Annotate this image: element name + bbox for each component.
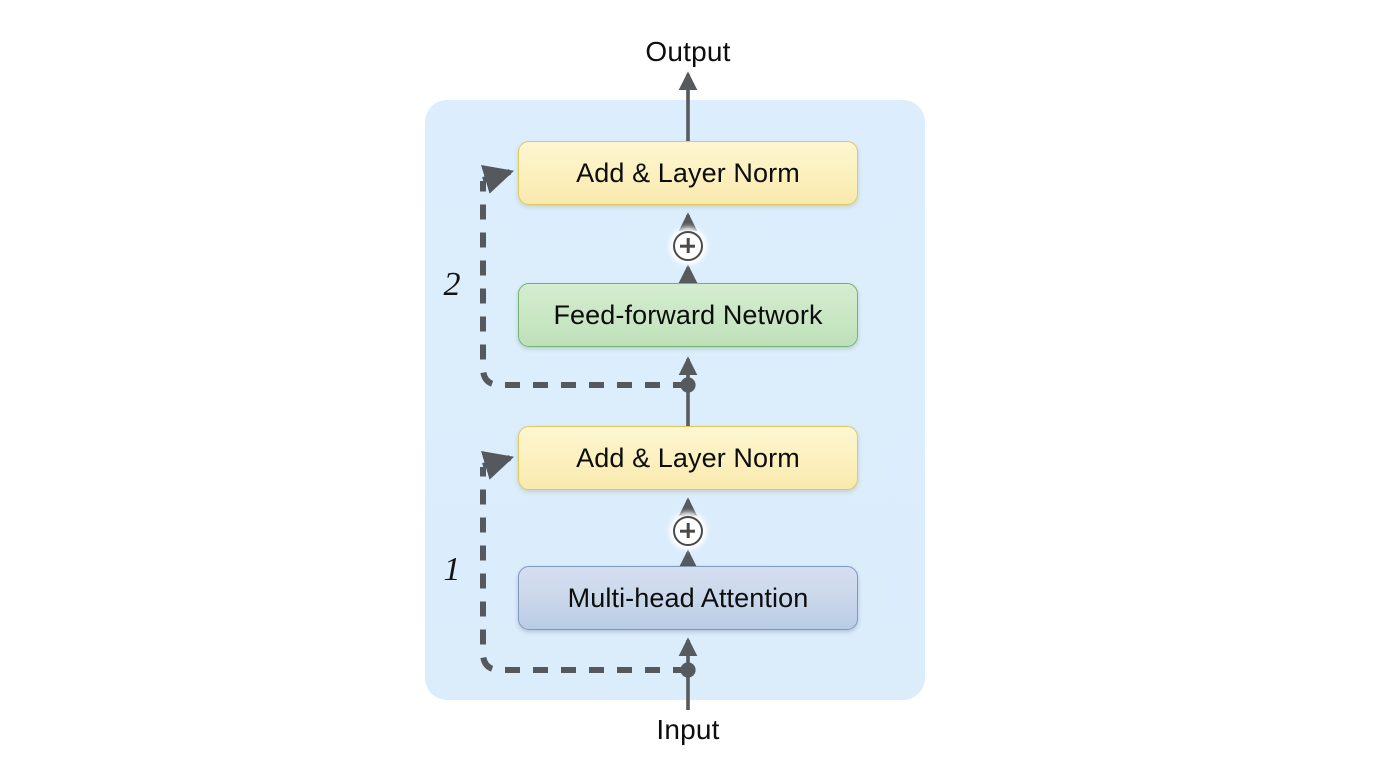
encoder-layer-container bbox=[425, 100, 925, 700]
block-feed-forward-network[interactable]: Feed-forward Network bbox=[518, 283, 858, 347]
plus-circle-icon-bottom bbox=[673, 516, 703, 546]
residual-1-arrow bbox=[481, 450, 515, 480]
junction-dot-input bbox=[680, 662, 696, 678]
input-label: Input bbox=[656, 714, 720, 745]
block-multi-head-attention[interactable]: Multi-head Attention bbox=[518, 566, 858, 630]
block-add-layer-norm-top[interactable]: Add & Layer Norm bbox=[518, 141, 858, 205]
residual-connection-1 bbox=[480, 467, 688, 673]
plus-circle-icon-top bbox=[673, 231, 703, 261]
output-label: Output bbox=[645, 36, 731, 67]
residual-label-2: 2 bbox=[443, 266, 461, 303]
junction-dot-norm-bottom bbox=[680, 377, 696, 393]
residual-connection-2 bbox=[480, 181, 688, 388]
residual-label-1: 1 bbox=[443, 551, 461, 588]
block-add-layer-norm-bottom[interactable]: Add & Layer Norm bbox=[518, 426, 858, 490]
residual-2-arrow bbox=[481, 164, 515, 194]
